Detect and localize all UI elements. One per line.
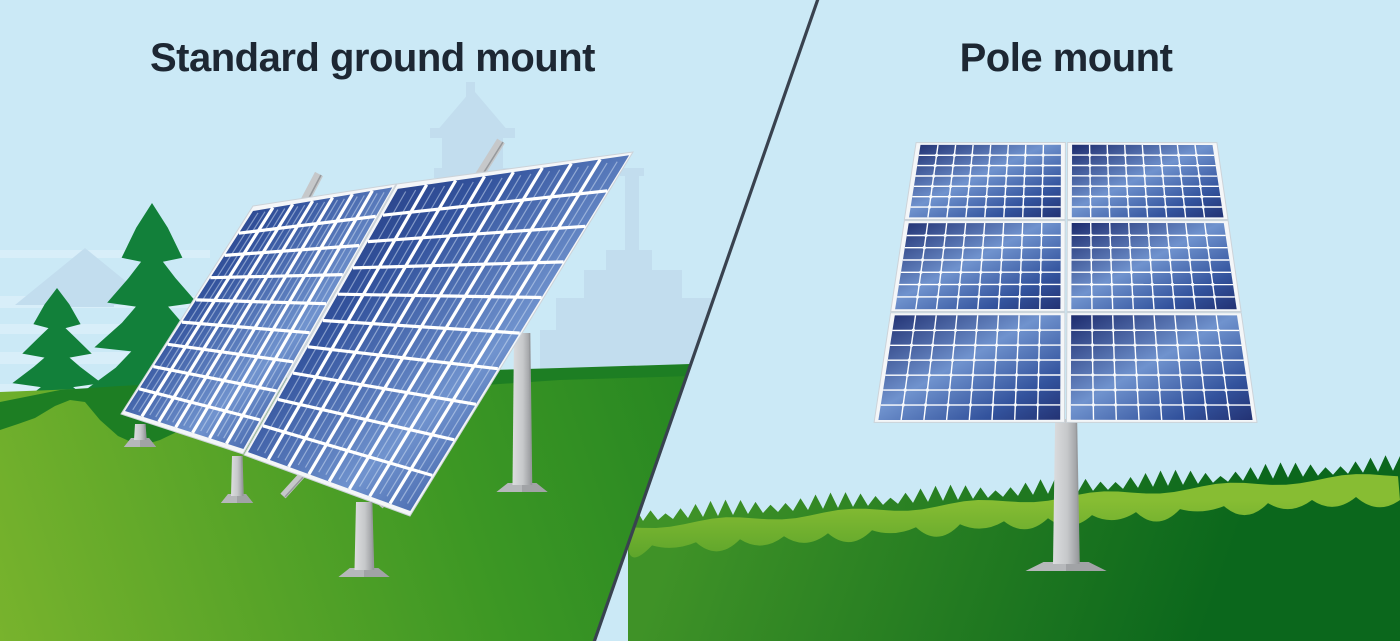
mounting-pole xyxy=(1025,418,1107,571)
left-scene-title: Standard ground mount xyxy=(149,36,596,80)
pole-mount-array xyxy=(873,141,1258,423)
ground-mount-panels xyxy=(120,151,634,517)
right-scene-title: Pole mount xyxy=(959,36,1173,80)
scene-divider-line xyxy=(592,0,820,641)
support-post-front xyxy=(338,501,390,577)
grass xyxy=(628,454,1400,641)
